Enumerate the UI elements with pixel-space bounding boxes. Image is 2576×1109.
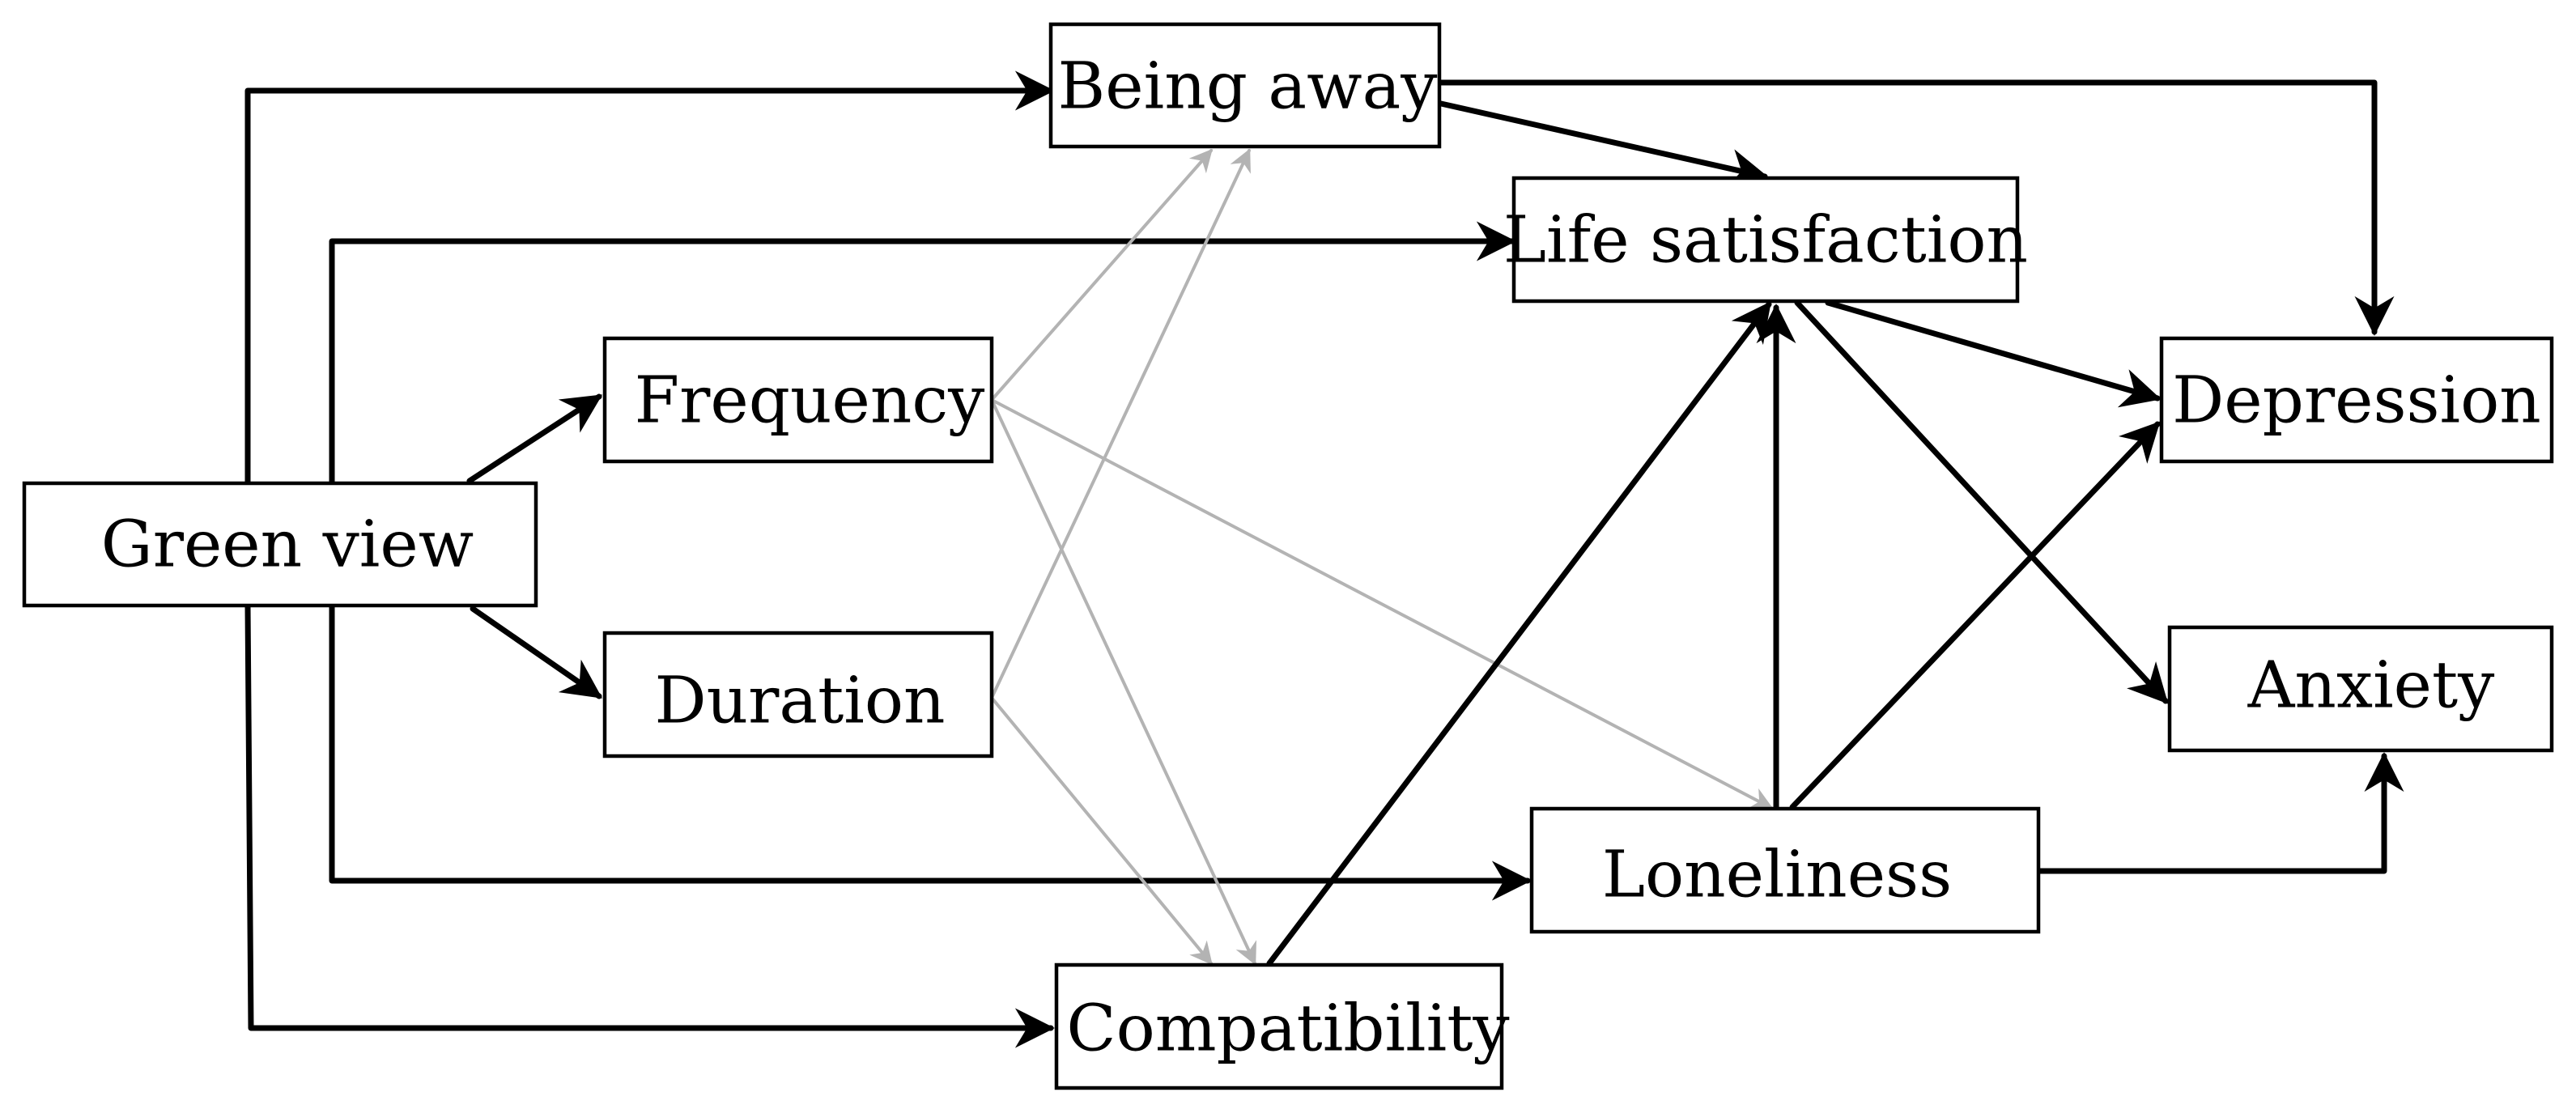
node-being-away: Being away (1048, 22, 1442, 149)
edges (244, 70, 2404, 1048)
node-compatibility: Compatibility (1054, 962, 1510, 1090)
edge-frequency-to-being-away (990, 148, 1213, 402)
node-frequency: Frequency (602, 336, 994, 464)
edge-life-satisfaction-to-anxiety (1794, 300, 2169, 704)
edge-compatibility-to-life-satisfaction (1266, 301, 1772, 967)
nodes: Green view Being away Life satisfaction … (22, 22, 2554, 1090)
edge-green-view-to-duration (470, 605, 603, 699)
node-green-view: Green view (22, 481, 538, 608)
node-being-away-label: Being away (1058, 49, 1438, 124)
edge-life-satisfaction-to-depression (1825, 300, 2162, 408)
edge-green-view-to-loneliness (329, 602, 1532, 901)
node-compatibility-label: Compatibility (1066, 991, 1509, 1066)
edge-green-view-to-compatibility (244, 602, 1055, 1048)
edge-frequency-to-compatibility (990, 398, 1257, 966)
node-loneliness: Loneliness (1529, 806, 2041, 934)
node-life-satisfaction-label: Life satisfaction (1503, 202, 2028, 278)
node-green-view-label: Green view (101, 507, 474, 582)
edge-green-view-to-life-satisfaction (329, 221, 1516, 487)
edge-loneliness-to-anxiety (2035, 752, 2404, 874)
node-depression-label: Depression (2172, 363, 2541, 438)
node-duration-label: Duration (654, 663, 945, 738)
edge-green-view-to-being-away (244, 70, 1055, 487)
edge-duration-to-being-away (990, 148, 1251, 699)
node-life-satisfaction: Life satisfaction (1503, 176, 2028, 304)
node-duration: Duration (602, 631, 994, 758)
node-depression: Depression (2159, 336, 2554, 464)
edge-frequency-to-loneliness (990, 398, 1774, 809)
node-anxiety: Anxiety (2167, 625, 2554, 753)
edge-being-away-to-life-satisfaction (1438, 100, 1769, 189)
node-loneliness-label: Loneliness (1602, 837, 1952, 912)
edge-green-view-to-frequency (466, 393, 603, 484)
edge-duration-to-compatibility (990, 696, 1213, 966)
edge-loneliness-to-depression (1789, 421, 2161, 810)
node-frequency-label: Frequency (635, 363, 985, 438)
node-anxiety-label: Anxiety (2247, 648, 2495, 723)
edge-being-away-to-depression (1436, 79, 2395, 336)
